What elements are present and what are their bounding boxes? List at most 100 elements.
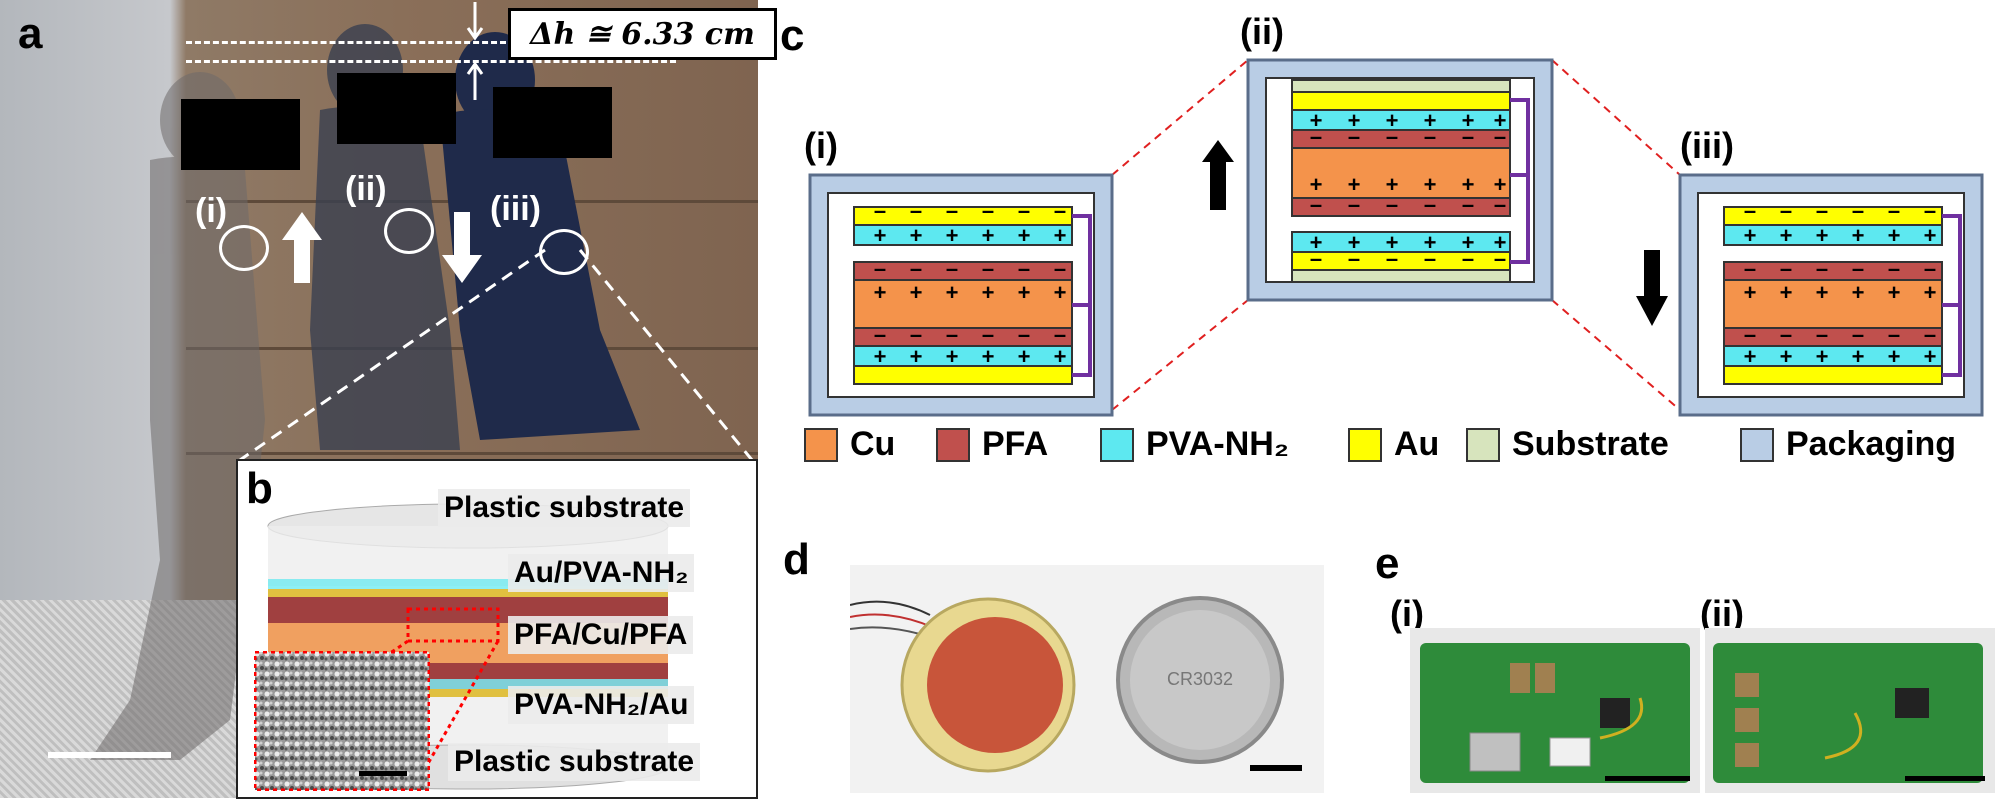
svg-text:+: +	[1816, 344, 1829, 369]
legend-swatch-substrate	[1466, 428, 1500, 462]
panel-label-b: b	[246, 464, 273, 513]
svg-text:–: –	[1888, 256, 1900, 281]
stage-label-c-iii: (iii)	[1680, 125, 1734, 166]
svg-text:–: –	[874, 256, 886, 281]
legend-label-packaging: Packaging	[1786, 425, 1957, 463]
legend-swatch-au	[1348, 428, 1382, 462]
svg-text:–: –	[982, 256, 994, 281]
svg-text:–: –	[1744, 198, 1756, 223]
svg-text:–: –	[1780, 198, 1792, 223]
legend-swatch-packaging	[1740, 428, 1774, 462]
svg-text:–: –	[1462, 192, 1474, 217]
svg-text:+: +	[1018, 223, 1031, 248]
svg-text:+: +	[874, 223, 887, 248]
svg-text:+: +	[1780, 223, 1793, 248]
svg-text:–: –	[1924, 198, 1936, 223]
svg-text:–: –	[982, 322, 994, 347]
svg-text:+: +	[1816, 223, 1829, 248]
redacted-face	[493, 87, 612, 158]
svg-text:–: –	[946, 256, 958, 281]
svg-text:+: +	[874, 280, 887, 305]
sensor-location-marker	[384, 208, 434, 254]
up-arrow-icon	[282, 212, 322, 283]
svg-text:–: –	[1462, 246, 1474, 271]
legend-label-substrate: Substrate	[1512, 425, 1669, 463]
legend-label-au: Au	[1394, 425, 1440, 463]
stage-label-i: (i)	[195, 192, 228, 230]
svg-text:–: –	[1424, 124, 1436, 149]
svg-text:–: –	[946, 322, 958, 347]
svg-text:+: +	[1348, 108, 1361, 133]
sub-label-e-i: (i)	[1390, 593, 1424, 634]
svg-text:–: –	[1816, 322, 1828, 347]
panel-label-d: d	[783, 535, 810, 584]
svg-text:+: +	[1494, 108, 1507, 133]
svg-text:–: –	[1888, 198, 1900, 223]
svg-text:+: +	[982, 280, 995, 305]
stage-label-ii: (ii)	[345, 170, 387, 208]
svg-text:+: +	[1424, 230, 1437, 255]
svg-text:–: –	[1310, 124, 1322, 149]
svg-text:+: +	[1924, 344, 1937, 369]
svg-text:–: –	[1054, 322, 1066, 347]
svg-text:+: +	[1424, 108, 1437, 133]
panel-d-photo: CR3032	[850, 565, 1324, 793]
svg-text:–: –	[982, 198, 994, 223]
svg-text:+: +	[1780, 344, 1793, 369]
svg-text:–: –	[1386, 192, 1398, 217]
svg-text:–: –	[946, 198, 958, 223]
stage-label-iii: (iii)	[490, 190, 541, 228]
svg-text:–: –	[874, 322, 886, 347]
layer-label-pva-au: PVA-NH₂/Au	[508, 686, 695, 724]
up-arrow-icon	[1202, 140, 1234, 210]
svg-text:–: –	[1386, 124, 1398, 149]
svg-text:+: +	[1780, 280, 1793, 305]
svg-text:–: –	[1852, 198, 1864, 223]
svg-text:–: –	[1348, 192, 1360, 217]
svg-text:–: –	[1816, 256, 1828, 281]
panel-b-device-diagram: Plastic substrate Au/PVA-NH₂ PFA/Cu/PFA …	[236, 459, 758, 799]
svg-text:–: –	[1924, 322, 1936, 347]
layer-label-plastic-substrate-bottom: Plastic substrate	[448, 743, 701, 781]
svg-text:+: +	[1386, 108, 1399, 133]
svg-text:+: +	[1852, 280, 1865, 305]
panel-label-a: a	[18, 9, 43, 58]
svg-text:–: –	[1744, 322, 1756, 347]
svg-text:–: –	[1462, 124, 1474, 149]
svg-text:+: +	[1888, 344, 1901, 369]
svg-text:+: +	[1924, 280, 1937, 305]
zoom-lines	[239, 248, 754, 462]
svg-text:+: +	[1310, 108, 1323, 133]
svg-text:+: +	[874, 344, 887, 369]
svg-text:+: +	[1348, 172, 1361, 197]
legend-label-cu: Cu	[850, 425, 896, 463]
svg-text:+: +	[1852, 344, 1865, 369]
scale-bar	[48, 752, 171, 758]
svg-text:+: +	[910, 280, 923, 305]
down-arrow-icon	[1636, 250, 1668, 326]
panel-label-c: c	[780, 11, 805, 60]
svg-text:–: –	[1424, 192, 1436, 217]
svg-text:–: –	[1348, 246, 1360, 271]
svg-text:–: –	[1018, 256, 1030, 281]
svg-text:–: –	[1054, 198, 1066, 223]
svg-text:+: +	[1386, 172, 1399, 197]
svg-text:+: +	[1348, 230, 1361, 255]
svg-text:–: –	[1494, 192, 1506, 217]
svg-text:+: +	[910, 344, 923, 369]
svg-text:–: –	[910, 322, 922, 347]
stage-label-c-ii: (ii)	[1240, 11, 1284, 52]
svg-text:+: +	[910, 223, 923, 248]
svg-text:+: +	[1494, 172, 1507, 197]
svg-text:+: +	[982, 223, 995, 248]
svg-text:+: +	[1310, 230, 1323, 255]
svg-text:–: –	[1424, 246, 1436, 271]
height-guide-line	[186, 60, 676, 63]
svg-text:–: –	[910, 198, 922, 223]
svg-text:+: +	[1924, 223, 1937, 248]
svg-text:+: +	[946, 223, 959, 248]
svg-text:+: +	[982, 344, 995, 369]
svg-text:+: +	[1054, 223, 1067, 248]
pcb-photo-i	[1410, 628, 1700, 793]
